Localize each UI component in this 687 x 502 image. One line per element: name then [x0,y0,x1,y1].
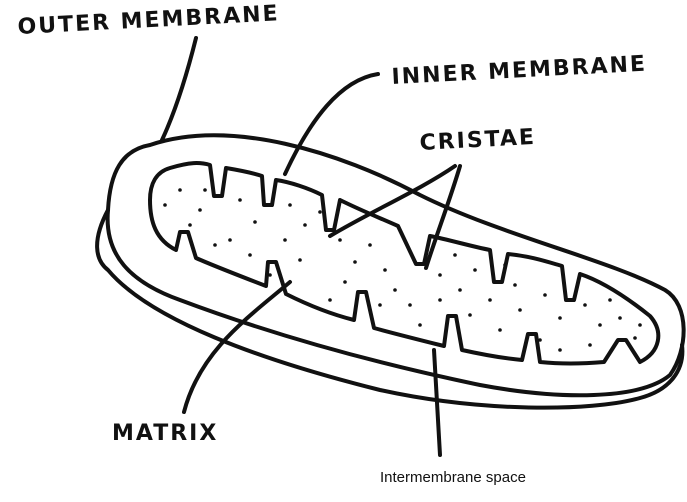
cristae-leader-left [328,164,457,238]
matrix-dot [318,210,322,214]
matrix-dot [633,336,637,340]
outer-membrane [95,133,686,410]
intermembrane-leader [432,348,442,457]
cristae-label: CRISTAE [419,125,537,156]
matrix-dot [458,288,462,292]
matrix-dot [393,288,397,292]
matrix-dot [543,293,547,297]
matrix-dot [178,188,182,192]
matrix-dot [618,316,622,320]
outer-membrane-leader [160,36,198,142]
matrix-dot [583,303,587,307]
matrix-dot [608,298,612,302]
matrix-dot [538,338,542,342]
matrix-leader [182,280,292,414]
matrix-dot [498,328,502,332]
matrix-dot [558,348,562,352]
matrix-dot [438,298,442,302]
matrix-dot [368,243,372,247]
outer-membrane-label: OUTER MEMBRANE [17,1,280,40]
matrix-dot [418,323,422,327]
matrix-dot [203,188,207,192]
matrix-dot [588,343,592,347]
matrix-dot [163,203,167,207]
matrix-dot [353,260,357,264]
matrix-dot [518,308,522,312]
matrix-dot [298,258,302,262]
matrix-dot [453,253,457,257]
matrix-dot [198,208,202,212]
matrix-dot [638,323,642,327]
matrix-dot [378,303,382,307]
matrix-dot [598,323,602,327]
matrix-dot [228,238,232,242]
matrix-dot [338,238,342,242]
matrix-dot [383,268,387,272]
matrix-dot [558,316,562,320]
matrix-dot [328,298,332,302]
matrix-label: MATRIX [112,421,218,446]
inner-membrane-label: INNER MEMBRANE [391,52,648,90]
matrix-dots [163,188,642,352]
matrix-dot [438,273,442,277]
matrix-dot [213,243,217,247]
matrix-dot [188,223,192,227]
matrix-dot [253,220,257,224]
inner-membrane-leader [283,72,380,176]
cristae-leader-right [424,164,462,270]
matrix-dot [283,238,287,242]
intermembrane-space-label: Intermembrane space [380,469,526,486]
matrix-dot [238,198,242,202]
matrix-dot [488,298,492,302]
leader-lines [160,36,462,457]
matrix-dot [513,283,517,287]
matrix-dot [343,280,347,284]
matrix-dot [248,253,252,257]
matrix-dot [268,273,272,277]
matrix-dot [288,203,292,207]
matrix-dot [408,303,412,307]
matrix-dot [473,268,477,272]
matrix-dot [303,223,307,227]
inner-membrane [148,161,661,366]
matrix-dot [468,313,472,317]
matrix-dot [503,263,507,267]
